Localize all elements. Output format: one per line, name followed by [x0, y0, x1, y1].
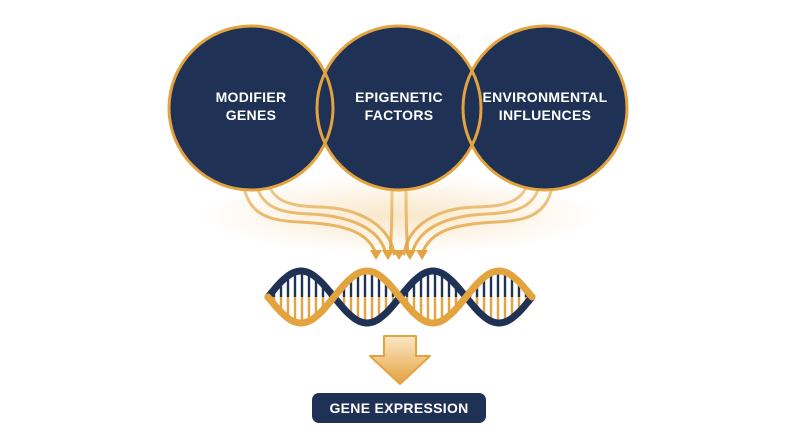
modifier-genes-label-line1: MODIFIER — [215, 89, 287, 105]
environmental-influences-label-line1: ENVIRONMENTAL — [482, 89, 608, 105]
modifier-genes-circle-outline — [167, 24, 335, 192]
dna-strand-gold — [264, 267, 536, 327]
dna-helix-icon — [264, 267, 536, 327]
modifier-genes-label: MODIFIER GENES — [176, 88, 326, 124]
epigenetic-factors-label-line1: EPIGENETIC — [355, 89, 443, 105]
epigenetic-factors-circle — [317, 26, 481, 190]
epigenetic-factors-label-line2: FACTORS — [364, 107, 434, 123]
environmental-influences-label: ENVIRONMENTAL INFLUENCES — [470, 88, 620, 124]
epigenetic-factors-label: EPIGENETIC FACTORS — [324, 88, 474, 124]
flow-arrowhead — [416, 250, 428, 260]
gene-expression-box: GENE EXPRESSION — [312, 393, 486, 423]
epigenetic-factors-circle-outline — [315, 24, 483, 192]
modifier-genes-label-line2: GENES — [225, 107, 277, 123]
environmental-influences-circle-outline — [461, 24, 629, 192]
environmental-influences-label-line2: INFLUENCES — [498, 107, 592, 123]
flow-arrowhead — [393, 250, 405, 260]
flow-arrowhead — [404, 250, 416, 260]
flow-arrowhead — [370, 250, 382, 260]
flow-arrowheads — [370, 250, 428, 260]
gene-expression-label: GENE EXPRESSION — [329, 400, 469, 416]
modifier-genes-circle — [169, 26, 333, 190]
environmental-influences-circle — [463, 26, 627, 190]
down-arrow-icon — [369, 335, 431, 385]
factor-circles — [167, 24, 629, 192]
flow-arrowhead — [382, 250, 394, 260]
